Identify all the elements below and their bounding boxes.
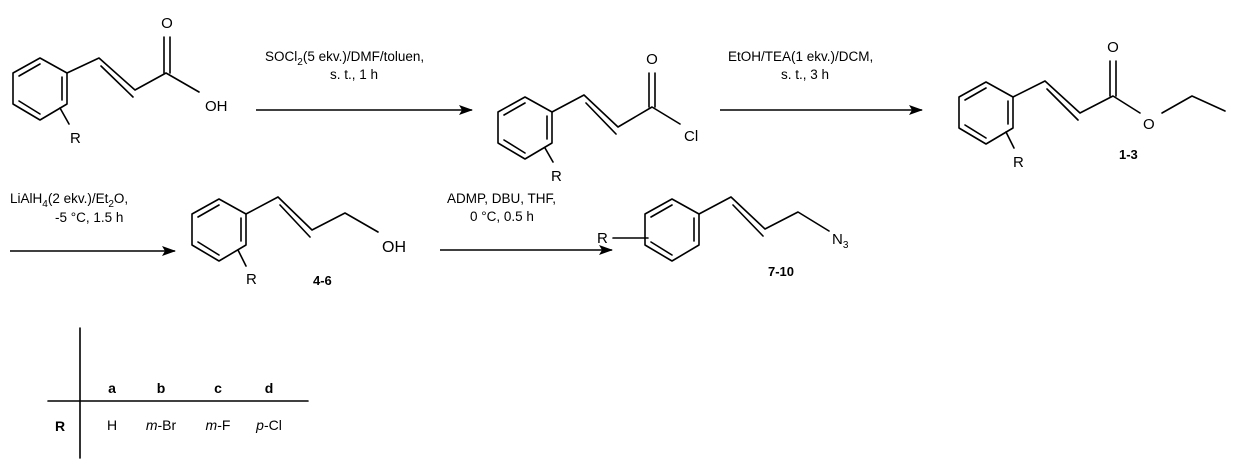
ring-double-bonds	[503, 102, 548, 154]
substituent-label: R	[1013, 154, 1024, 171]
azide-label: N3	[832, 231, 849, 251]
carbonyl-bond	[648, 72, 656, 108]
substituent-label: R	[70, 130, 81, 147]
ethyl-group	[1161, 95, 1226, 114]
substituent-bond	[237, 249, 247, 267]
substituent-table: R a b c d H m-Br m-F p-Cl	[47, 327, 309, 459]
compound-label-esters: 1-3	[1119, 147, 1138, 162]
table-cell-b: m-Br	[146, 417, 177, 433]
substituent-label: R	[246, 271, 257, 288]
step-3-conditions-line-1: LiAlH4(2 ekv.)/Et2O,	[10, 191, 128, 210]
ring-double-bonds	[18, 63, 63, 115]
ring-double-bonds	[964, 87, 1009, 139]
step-1-conditions-line-2: s. t., 1 h	[330, 67, 378, 82]
allyl-alcohol-structure	[191, 196, 379, 267]
allyl-azide-structure	[612, 196, 830, 262]
benzene-ring	[958, 81, 1014, 145]
step-1-conditions-line-1: SOCl2(5 ekv.)/DMF/toluen,	[265, 49, 424, 68]
acid-chloride-structure	[497, 72, 681, 163]
substituent-label: R	[597, 230, 608, 247]
substituent-bond	[1005, 131, 1015, 149]
table-col-header-c: c	[214, 380, 222, 396]
ring-double-bonds	[197, 204, 242, 256]
cinnamic-acid-structure	[12, 36, 200, 125]
chlorine-label: Cl	[684, 128, 698, 145]
step-2-conditions-line-2: s. t., 3 h	[781, 67, 829, 82]
compound-label-azides: 7-10	[768, 264, 794, 279]
carbonyl-bond	[163, 36, 171, 74]
table-col-header-a: a	[108, 380, 116, 396]
table-row-header: R	[55, 418, 65, 434]
oxygen-atom: O	[646, 51, 658, 68]
hydroxyl-label: OH	[382, 239, 406, 256]
side-chain	[1012, 80, 1141, 121]
table-col-header-d: d	[265, 380, 274, 396]
side-chain	[698, 196, 830, 237]
step-2-conditions-line-1: EtOH/TEA(1 ekv.)/DCM,	[728, 49, 873, 64]
table-col-header-b: b	[157, 380, 166, 396]
substituent-bond	[544, 147, 554, 163]
side-chain	[551, 94, 681, 135]
ester-oxygen-atom: O	[1143, 116, 1155, 133]
side-chain	[245, 196, 379, 238]
ethyl-ester-structure	[958, 60, 1226, 149]
step-4-conditions-line-1: ADMP, DBU, THF,	[447, 191, 556, 206]
ring-double-bonds	[650, 204, 695, 256]
oxygen-atom: O	[161, 15, 173, 32]
substituent-bond	[59, 107, 70, 125]
hydroxyl-label: OH	[205, 98, 228, 115]
side-chain	[66, 57, 200, 98]
benzene-ring	[497, 96, 553, 160]
step-3-conditions-line-2: -5 °C, 1.5 h	[55, 210, 123, 225]
table-cell-a: H	[107, 417, 117, 433]
compound-label-alcohols: 4-6	[313, 273, 332, 288]
carbonyl-oxygen-atom: O	[1107, 39, 1119, 56]
table-cell-c: m-F	[206, 417, 231, 433]
table-cell-d: p-Cl	[255, 417, 282, 433]
substituent-label: R	[551, 168, 562, 185]
step-4-conditions-line-2: 0 °C, 0.5 h	[470, 209, 534, 224]
benzene-ring	[191, 198, 247, 262]
carbonyl-bond	[1109, 60, 1117, 97]
benzene-ring	[644, 198, 700, 262]
benzene-ring	[12, 57, 68, 121]
